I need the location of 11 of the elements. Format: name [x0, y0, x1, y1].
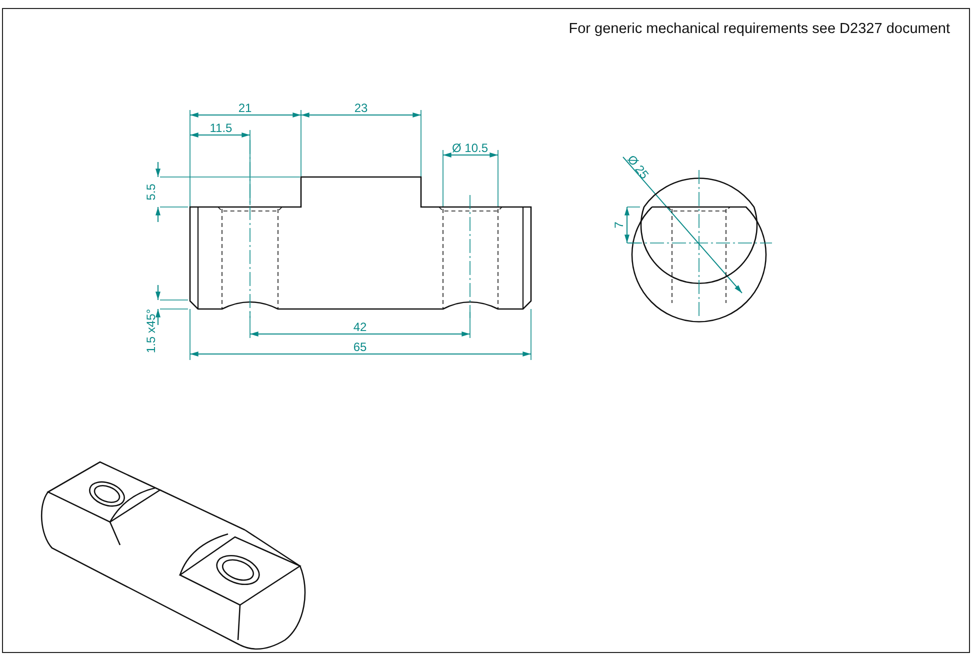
- note-text: For generic mechanical requirements see D2327 document: [568, 22, 950, 36]
- dimension-value: 42: [353, 321, 367, 333]
- dimension-value: 1.5 x45°: [145, 308, 157, 354]
- dimension-value: Ø 25: [625, 153, 651, 181]
- dimension-value: 11.5: [210, 122, 232, 134]
- dimension-value: 21: [238, 102, 252, 114]
- dimension-value: 65: [353, 341, 367, 353]
- dimension-value: 23: [354, 102, 368, 114]
- dimension-value: Ø 10.5: [452, 142, 488, 154]
- dimension-value: 7: [613, 222, 625, 228]
- dimension-value: 5.5: [145, 184, 157, 200]
